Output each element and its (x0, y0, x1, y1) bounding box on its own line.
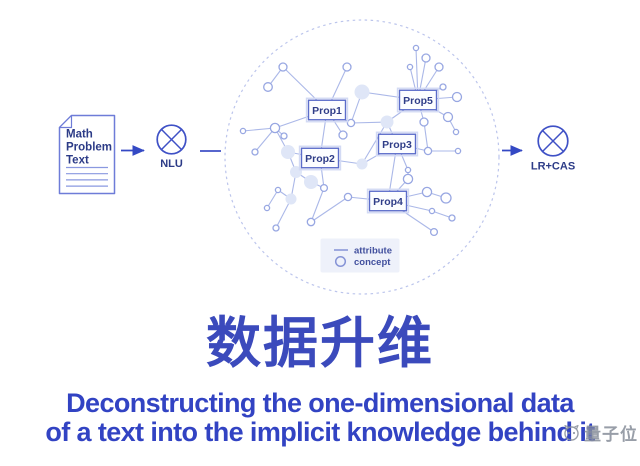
concept-node (239, 127, 247, 135)
concept-node (263, 204, 271, 212)
page-title: 数据升维 (205, 312, 434, 374)
concept-circle-glyph (334, 255, 347, 268)
concept-node (419, 117, 429, 127)
prop-box-prop1: Prop1 (305, 97, 349, 123)
concept-node (285, 193, 297, 205)
concept-node (306, 217, 316, 227)
concept-node (439, 83, 447, 91)
concept-node (434, 62, 444, 72)
concept-node (423, 146, 433, 156)
knowledge-graph-boundary (224, 19, 500, 295)
concept-node (346, 118, 356, 128)
concept-node (448, 214, 456, 222)
attribute-edge (310, 196, 349, 223)
math-problem-document-icon: Math Problem Text (58, 114, 116, 195)
watermark-text: 量子位 (584, 425, 638, 444)
graph-legend: attribute concept (320, 238, 400, 273)
concept-node (342, 62, 352, 72)
attribute-edge (310, 187, 325, 223)
concept-node (404, 166, 412, 174)
concept-node (452, 128, 460, 136)
concept-node (290, 166, 302, 178)
prop-box-prop5: Prop5 (396, 87, 440, 113)
concept-node (412, 44, 420, 52)
attribute-edge (423, 121, 429, 152)
qbitai-logo-icon (564, 424, 579, 441)
concept-node (429, 227, 439, 237)
concept-node (454, 147, 462, 155)
prop-box-label: Prop4 (373, 196, 403, 208)
prop-box-label: Prop3 (382, 139, 412, 151)
concept-node (406, 63, 414, 71)
subtitle-line1: Deconstructing the one-dimensional data (66, 388, 574, 418)
concept-node (343, 192, 353, 202)
prop-box-label: Prop5 (403, 95, 433, 107)
concept-node (278, 62, 288, 72)
concept-node (274, 186, 282, 194)
subtitle-line2: of a text into the implicit knowledge be… (45, 416, 595, 447)
concept-node (451, 91, 463, 103)
concept-node (272, 224, 280, 232)
nlu-label: NLU (160, 158, 183, 170)
concept-node (442, 111, 454, 123)
concept-node (304, 175, 318, 189)
document-fold-corner (58, 114, 73, 129)
concept-node (319, 183, 329, 193)
concept-node (440, 192, 452, 204)
document-label-line2: Problem (66, 142, 112, 154)
lrcas-label: LR+CAS (531, 161, 575, 173)
pipeline-diagram: Math Problem Text NLU Prop1Prop2Prop3Pro… (58, 19, 575, 295)
concept-node (269, 122, 281, 134)
prop-box-label: Prop2 (305, 153, 335, 165)
legend-attribute-label: attribute (354, 246, 392, 257)
concept-node (281, 145, 295, 159)
prop-box-prop4: Prop4 (366, 188, 410, 214)
lrcas-operator-icon (537, 125, 569, 157)
subtitle: Deconstructing the one-dimensional data … (0, 389, 640, 446)
document-label-line3: Text (66, 155, 89, 167)
qbitai-watermark: 量子位 (562, 420, 638, 445)
concept-node (356, 158, 368, 170)
prop-box-label: Prop1 (312, 105, 342, 117)
concept-node (402, 173, 414, 185)
nlu-operator-icon (156, 124, 187, 155)
concept-node (263, 82, 273, 92)
prop-box-prop3: Prop3 (375, 131, 419, 157)
attribute-edge (242, 127, 276, 132)
concept-node (280, 132, 288, 140)
concept-node (354, 84, 370, 100)
concept-node (338, 130, 348, 140)
concept-node (428, 207, 436, 215)
prop-box-prop2: Prop2 (298, 145, 342, 171)
attribute-edge (361, 121, 388, 165)
legend-concept-label: concept (354, 257, 391, 268)
attribute-edge (266, 189, 279, 209)
concept-node (421, 186, 433, 198)
document-label-line1: Math (66, 129, 93, 141)
concept-node (380, 115, 394, 129)
concept-node (251, 148, 259, 156)
concept-node (421, 53, 431, 63)
